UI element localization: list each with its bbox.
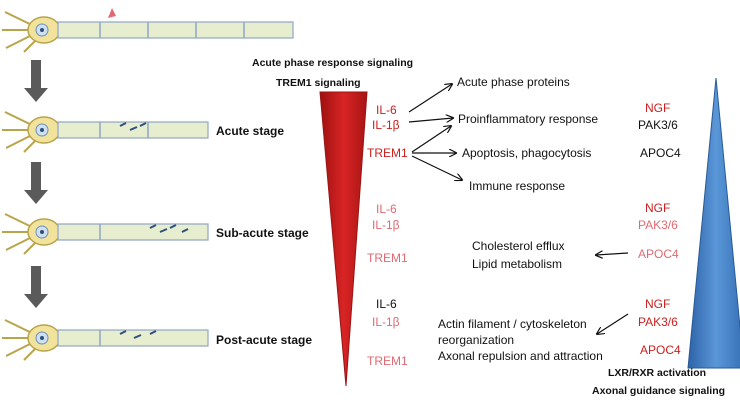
- subacute-process-cholesterol: Cholesterol efflux: [472, 239, 565, 253]
- subacute-arrow: [596, 253, 629, 255]
- stage-label-subacute: Sub-acute stage: [216, 226, 309, 240]
- acute-process-proinflammatory: Proinflammatory response: [458, 112, 599, 126]
- pathway-axonal-guidance: Axonal guidance signaling: [592, 385, 726, 397]
- subacute-gene-il6: IL-6: [376, 202, 397, 216]
- pathway-lxr-rxr: LXR/RXR activation: [608, 367, 707, 379]
- subacute-gene-il1b: IL-1β: [372, 218, 400, 232]
- acute-gene-il1b: IL-1β: [372, 118, 400, 132]
- postacute-gene-il1b: IL-1β: [372, 315, 400, 329]
- stage-arrow-2: [24, 162, 48, 204]
- stage-arrow-1: [24, 60, 48, 102]
- postacute-process-axonal: Axonal repulsion and attraction: [438, 349, 603, 363]
- stage-label-acute: Acute stage: [216, 124, 285, 138]
- neuron-subacute: [2, 213, 209, 255]
- acute-gene-pak: PAK3/6: [638, 118, 678, 132]
- postacute-process-reorganization: reorganization: [438, 333, 515, 347]
- stage-arrow-3: [24, 266, 48, 308]
- subacute-gene-apoc4: APOC4: [638, 247, 679, 261]
- postacute-gene-trem1: TREM1: [367, 354, 408, 368]
- postacute-arrow: [597, 313, 629, 334]
- subacute-gene-pak: PAK3/6: [638, 218, 678, 232]
- acute-process-immune: Immune response: [469, 179, 566, 193]
- subacute-process-lipid: Lipid metabolism: [472, 257, 563, 271]
- postacute-gene-pak: PAK3/6: [638, 315, 678, 329]
- postacute-gene-il6: IL-6: [376, 297, 397, 311]
- postacute-process-actin: Actin filament / cytoskeleton: [438, 317, 587, 331]
- trend-triangle-red: [319, 91, 368, 387]
- acute-gene-trem1: TREM1: [367, 146, 408, 160]
- postacute-gene-ngf: NGF: [645, 297, 671, 311]
- acute-arrows: [408, 84, 462, 180]
- trend-triangle-blue: [687, 77, 740, 369]
- acute-gene-ngf: NGF: [645, 101, 671, 115]
- acute-process-phase-proteins: Acute phase proteins: [457, 75, 570, 89]
- neuron-postacute: [2, 319, 209, 361]
- acute-gene-apoc4: APOC4: [640, 146, 681, 160]
- postacute-gene-apoc4: APOC4: [640, 343, 681, 357]
- neuron-acute: [2, 111, 209, 153]
- acute-gene-il6: IL-6: [376, 103, 397, 117]
- acute-process-apoptosis: Apoptosis, phagocytosis: [462, 146, 592, 160]
- subacute-gene-ngf: NGF: [645, 201, 671, 215]
- pathway-trem1: TREM1 signaling: [276, 77, 361, 89]
- pathway-acute-phase: Acute phase response signaling: [252, 57, 414, 69]
- subacute-gene-trem1: TREM1: [367, 251, 408, 265]
- neuron-intact: [2, 8, 294, 53]
- stage-label-postacute: Post-acute stage: [216, 333, 313, 347]
